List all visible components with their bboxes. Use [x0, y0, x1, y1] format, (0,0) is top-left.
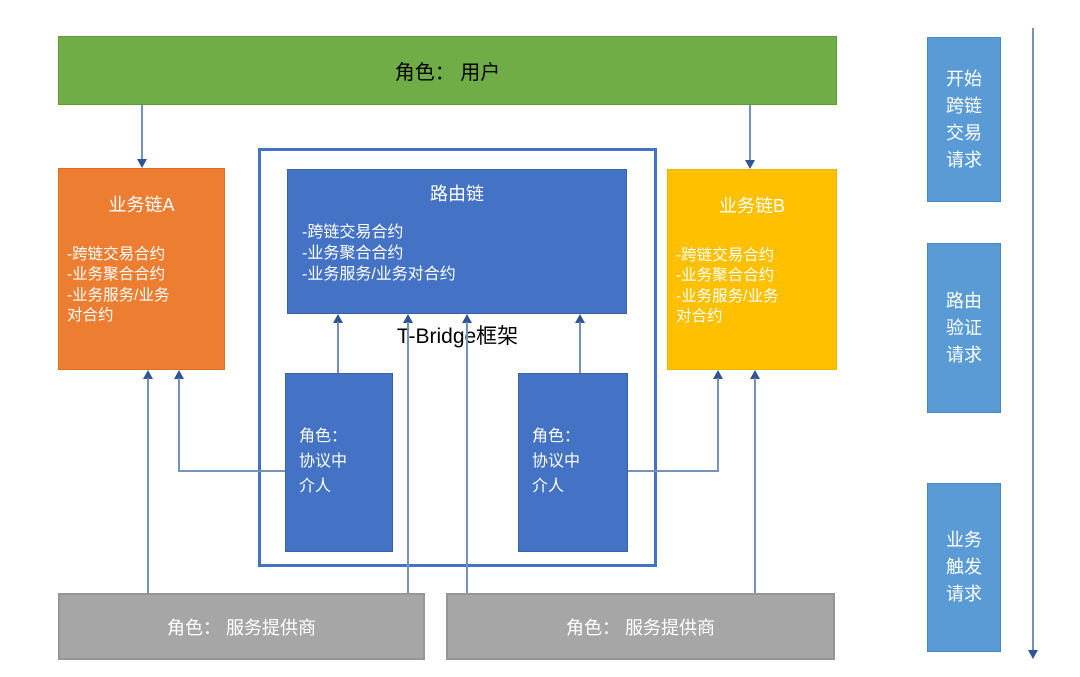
broker-right-box: 角色： 协议中 介人 — [518, 373, 628, 552]
arrow-broker-to-chain-a-hline — [178, 470, 285, 472]
timeline-flow-arrow-line — [1032, 28, 1034, 651]
timeline-step-business-trigger: 业务 触发 请求 — [927, 483, 1001, 652]
routing-chain-contracts: -跨链交易合约 -业务聚合合约 -业务服务/业务对合约 — [302, 224, 456, 284]
arrow-user-to-chain-a-head — [137, 159, 147, 168]
arrow-user-to-chain-b-head — [745, 160, 755, 169]
timeline-step-start-request: 开始 跨链 交易 请求 — [927, 37, 1001, 202]
user-role-label: 角色： 用户 — [394, 62, 501, 84]
routing-chain-title: 路由链 — [430, 184, 484, 204]
arrow-broker-to-chain-b-hline — [628, 470, 718, 472]
arrow-provider-right-to-routing-head — [462, 314, 472, 323]
arrow-provider-to-chain-b-line — [754, 378, 756, 593]
service-provider-left-box: 角色： 服务提供商 — [58, 593, 425, 660]
service-provider-right-label: 角色： 服务提供商 — [565, 617, 715, 638]
business-chain-a-box: 业务链A -跨链交易合约 -业务聚合合约 -业务服务/业务 对合约 — [58, 168, 225, 370]
chain-b-title: 业务链B — [718, 196, 785, 216]
arrow-broker-right-to-routing-head — [575, 314, 585, 323]
t-bridge-frame-border — [258, 148, 657, 567]
arrow-broker-right-to-routing-line — [579, 322, 581, 373]
arrow-provider-to-chain-a-line — [147, 378, 149, 593]
arrow-broker-to-chain-b-vline — [717, 378, 719, 472]
timeline-flow-arrow-head — [1028, 650, 1038, 659]
user-role-bar: 角色： 用户 — [58, 36, 837, 105]
arrow-broker-left-to-routing-head — [333, 314, 343, 323]
arrow-provider-to-chain-a-head — [143, 370, 153, 379]
routing-chain-box: 路由链 -跨链交易合约 -业务聚合合约 -业务服务/业务对合约 — [287, 169, 627, 314]
arrow-broker-to-chain-a-vline — [178, 378, 180, 472]
arrow-provider-left-to-routing-line — [407, 322, 409, 593]
chain-a-contracts: -跨链交易合约 -业务聚合合约 -业务服务/业务 对合约 — [67, 246, 170, 325]
chain-b-contracts: -跨链交易合约 -业务聚合合约 -业务服务/业务 对合约 — [676, 247, 779, 326]
t-bridge-frame-label: T-Bridge框架 — [396, 325, 519, 348]
arrow-broker-left-to-routing-line — [337, 322, 339, 373]
arrow-provider-right-to-routing-line — [466, 322, 468, 593]
arrow-provider-left-to-routing-head — [403, 314, 413, 323]
arrow-user-to-chain-b-line — [749, 105, 751, 161]
arrow-broker-to-chain-b-head — [713, 370, 723, 379]
chain-a-title: 业务链A — [108, 195, 175, 215]
arrow-broker-to-chain-a-head — [174, 370, 184, 379]
timeline-step-routing-verify: 路由 验证 请求 — [927, 243, 1001, 413]
service-provider-right-box: 角色： 服务提供商 — [446, 593, 835, 660]
arrow-user-to-chain-a-line — [141, 105, 143, 161]
service-provider-left-label: 角色： 服务提供商 — [166, 617, 316, 638]
arrow-provider-to-chain-b-head — [750, 370, 760, 379]
broker-left-box: 角色： 协议中 介人 — [285, 373, 393, 552]
business-chain-b-box: 业务链B -跨链交易合约 -业务聚合合约 -业务服务/业务 对合约 — [667, 169, 837, 370]
